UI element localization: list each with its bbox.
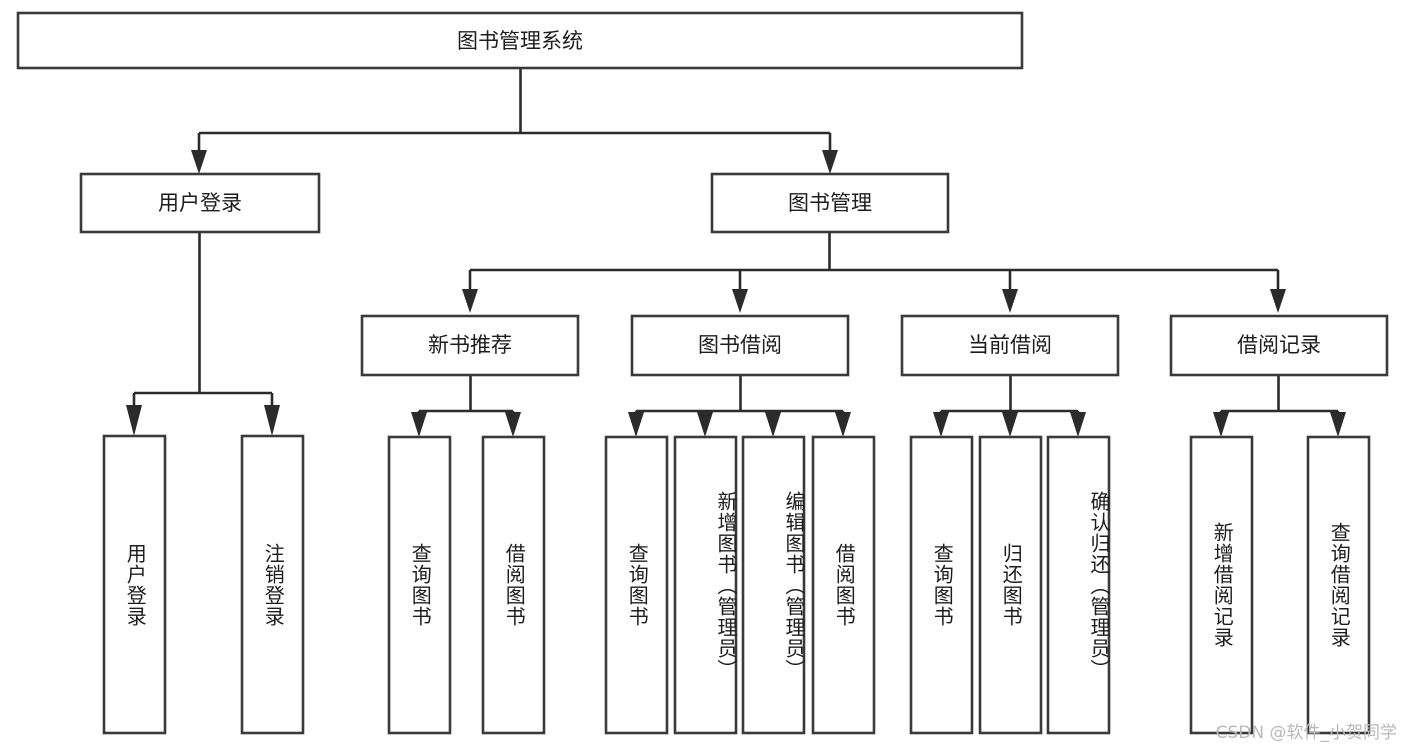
arrow-head-leaf-borrow-book-2 bbox=[835, 412, 851, 437]
node-new-book-rec[interactable]: 新书推荐 bbox=[360, 314, 580, 377]
arrow-head-leaf-query-record bbox=[1330, 412, 1346, 437]
node-leaf-confirm-return-box[interactable] bbox=[1046, 435, 1111, 735]
arrow-head-current-borrow bbox=[1002, 289, 1018, 313]
node-borrow-record-label: 借阅记录 bbox=[1237, 333, 1321, 357]
node-book-manage[interactable]: 图书管理 bbox=[710, 172, 950, 234]
node-leaf-query-book-1-box[interactable] bbox=[387, 435, 452, 735]
node-new-book-rec-box[interactable] bbox=[360, 314, 580, 377]
arrow-head-leaf-edit-book bbox=[765, 412, 781, 437]
node-book-borrow-box[interactable] bbox=[630, 314, 850, 377]
node-root-box[interactable] bbox=[16, 11, 1024, 70]
connector-group bbox=[126, 68, 1346, 437]
node-book-manage-box[interactable] bbox=[710, 172, 950, 234]
arrow-head-leaf-query-book-3 bbox=[933, 412, 949, 437]
arrow-head-book-manage bbox=[822, 150, 838, 174]
arrow-head-borrow-record bbox=[1270, 289, 1286, 313]
arrow-head-user-login bbox=[191, 150, 207, 174]
node-leaf-query-book-2-box[interactable] bbox=[604, 435, 669, 735]
node-user-login[interactable]: 用户登录 bbox=[79, 172, 321, 234]
arrow-head-leaf-add-record bbox=[1213, 412, 1229, 437]
node-root-label: 图书管理系统 bbox=[457, 29, 583, 53]
arrow-head-leaf-logout bbox=[264, 405, 280, 436]
node-book-borrow[interactable]: 图书借阅 bbox=[630, 314, 850, 377]
node-borrow-record-box[interactable] bbox=[1169, 314, 1389, 377]
node-leaf-logout-box[interactable] bbox=[240, 434, 305, 735]
node-current-borrow-label: 当前借阅 bbox=[968, 333, 1052, 357]
arrow-head-new-book-rec bbox=[462, 289, 478, 313]
node-leaf-add-record-box[interactable] bbox=[1189, 435, 1254, 735]
node-new-book-rec-label: 新书推荐 bbox=[428, 333, 512, 357]
node-book-manage-label: 图书管理 bbox=[788, 191, 872, 215]
arrow-head-leaf-confirm-return bbox=[1070, 412, 1086, 437]
node-user-login-box[interactable] bbox=[79, 172, 321, 234]
arrow-head-leaf-add-book bbox=[697, 412, 713, 437]
arrow-head-book-borrow bbox=[732, 289, 748, 313]
node-leaf-user-login-box[interactable] bbox=[102, 434, 167, 735]
node-leaf-query-book-3-box[interactable] bbox=[909, 435, 974, 735]
node-leaf-borrow-book-2-box[interactable] bbox=[811, 435, 876, 735]
arrow-head-leaf-query-book-1 bbox=[411, 412, 427, 437]
arrow-head-leaf-query-book-2 bbox=[628, 412, 644, 437]
node-borrow-record[interactable]: 借阅记录 bbox=[1169, 314, 1389, 377]
arrow-head-leaf-return-book bbox=[1002, 412, 1018, 437]
node-current-borrow-box[interactable] bbox=[900, 314, 1120, 377]
node-leaf-borrow-book-1-box[interactable] bbox=[481, 435, 546, 735]
node-book-borrow-label: 图书借阅 bbox=[698, 333, 782, 357]
arrow-head-leaf-borrow-book-1 bbox=[505, 412, 521, 437]
node-leaf-query-record-box[interactable] bbox=[1306, 435, 1371, 735]
node-leaf-return-book-box[interactable] bbox=[978, 435, 1043, 735]
node-leaf-edit-book-box[interactable] bbox=[741, 435, 806, 735]
node-leaf-add-book-box[interactable] bbox=[673, 435, 738, 735]
node-user-login-label: 用户登录 bbox=[158, 191, 242, 215]
node-current-borrow[interactable]: 当前借阅 bbox=[900, 314, 1120, 377]
arrow-head-leaf-user-login bbox=[126, 405, 142, 436]
node-root[interactable]: 图书管理系统 bbox=[16, 11, 1024, 70]
